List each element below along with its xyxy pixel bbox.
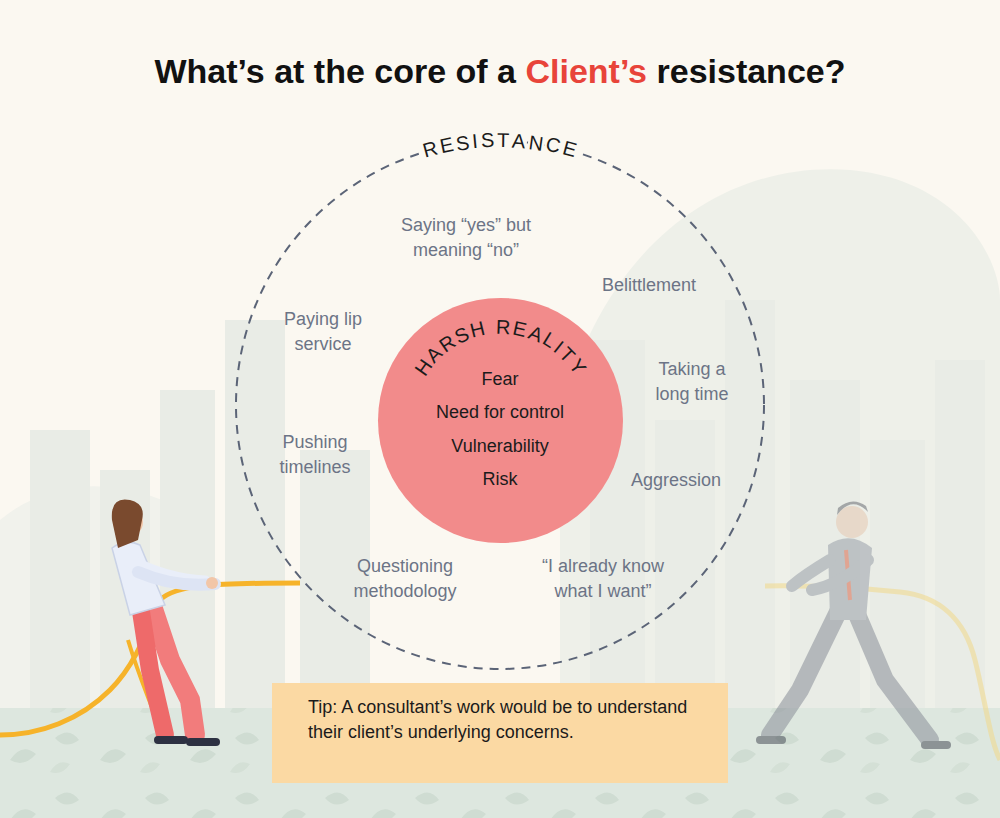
arc-letter: T xyxy=(496,130,511,150)
illustration-path xyxy=(770,612,838,735)
illustration-path xyxy=(856,612,930,740)
resistance-sign: Belittlement xyxy=(602,273,696,298)
illustration-path xyxy=(765,586,1000,760)
title-word: resistance? xyxy=(656,52,845,90)
illustration-path xyxy=(837,501,868,515)
arc-letter xyxy=(486,317,497,338)
illustration-path xyxy=(560,169,1000,720)
illustration-g xyxy=(760,501,1000,760)
resistance-sign: Fear xyxy=(481,367,518,392)
tip-text: Tip: A consultant’s work would be to und… xyxy=(308,695,713,745)
illustration-path xyxy=(190,738,216,746)
illustration-circle xyxy=(836,506,868,538)
arc-letter: S xyxy=(479,130,496,151)
resistance-sign: “I already know what I want” xyxy=(526,554,681,604)
illustration-path xyxy=(112,499,143,548)
arc-letter: A xyxy=(511,130,529,151)
resistance-sign: Questioning methodology xyxy=(338,554,473,604)
filled-circle xyxy=(378,298,623,543)
illustration-path xyxy=(812,560,868,590)
resistance-sign: Pushing timelines xyxy=(263,430,368,480)
resistance-sign: Taking a long time xyxy=(640,357,745,407)
illustration-rect xyxy=(225,320,285,720)
illustration-path xyxy=(760,736,782,744)
arc-letter: R xyxy=(495,316,513,337)
illustration-circle xyxy=(206,577,218,589)
illustration-path xyxy=(140,605,165,735)
resistance-sign: Risk xyxy=(483,467,518,492)
resistance-sign: Paying lip service xyxy=(271,307,376,357)
resistance-sign: Need for control xyxy=(436,400,564,425)
illustration-rect xyxy=(30,430,90,720)
resistance-sign: Aggression xyxy=(631,468,721,493)
title-word: the xyxy=(314,52,365,90)
illustration-path xyxy=(158,736,184,744)
title-word: at xyxy=(274,52,304,90)
illustration-path xyxy=(138,572,215,585)
resistance-sign: Saying “yes” but meaning “no” xyxy=(384,213,549,263)
title-word: a xyxy=(497,52,516,90)
diagram-title: What’s at the core of a Client’s resista… xyxy=(0,52,1000,91)
illustration-path xyxy=(925,741,947,749)
title-word: core xyxy=(374,52,446,90)
title-word: What’s xyxy=(155,52,265,90)
resistance-sign: Vulnerability xyxy=(451,434,548,459)
dashed-circle xyxy=(236,141,764,669)
title-word: of xyxy=(456,52,488,90)
tip-box: Tip: A consultant’s work would be to und… xyxy=(272,683,728,783)
illustration-rect xyxy=(725,300,775,720)
harsh-reality-circle: HARSH REALITYFearNeed for controlVulnera… xyxy=(378,298,623,543)
resistance-circle: HARSH REALITYFearNeed for controlVulnera… xyxy=(235,140,765,670)
title-word: Client’s xyxy=(525,52,647,90)
